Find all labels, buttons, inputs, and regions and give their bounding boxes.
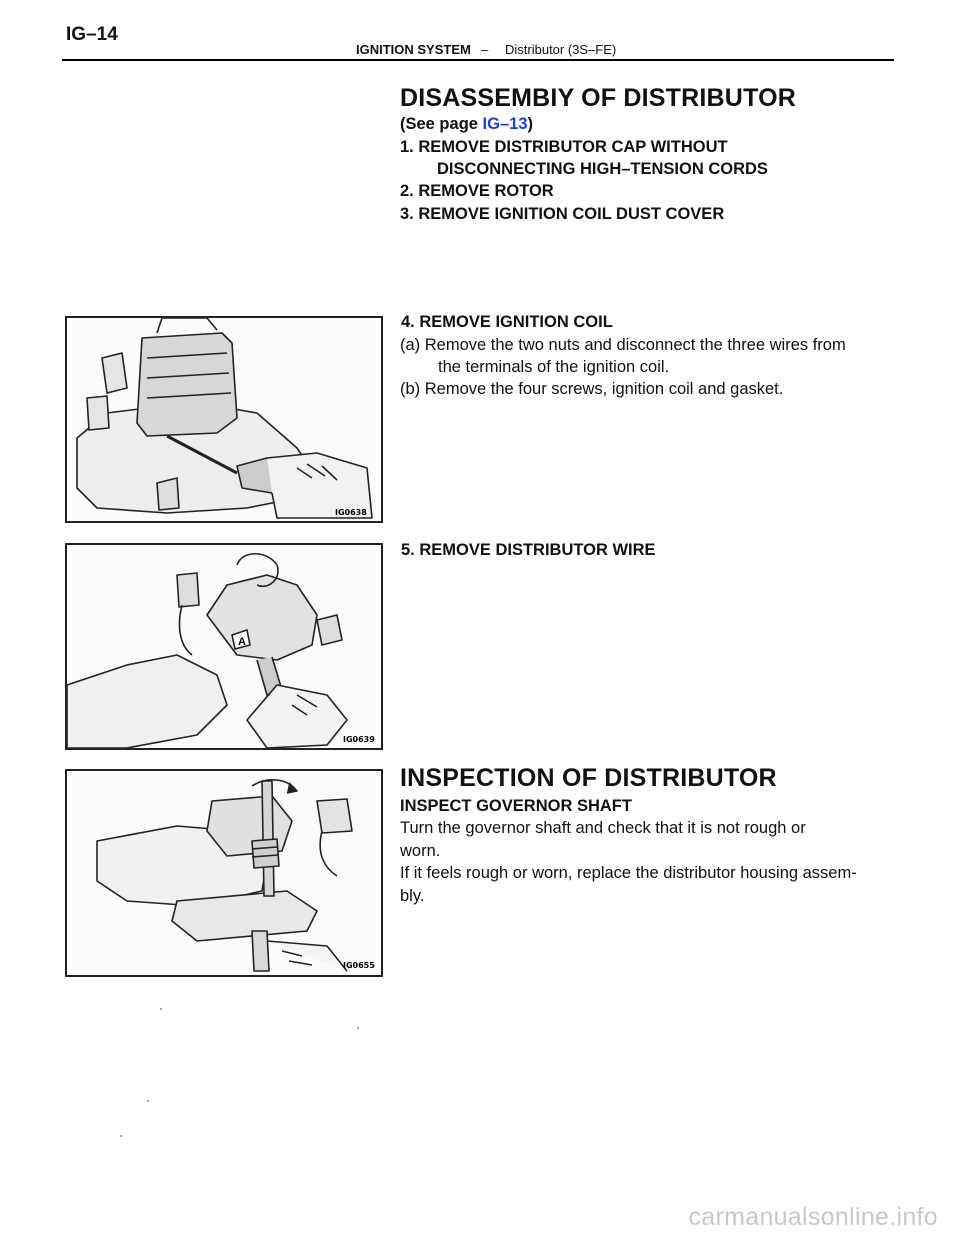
inspection-line-2: worn. [400, 842, 441, 860]
figure-governor-shaft-inspection: IG0655 [65, 769, 383, 977]
page-number: IG–14 [66, 24, 118, 45]
step-4b: (b) Remove the four screws, ignition coi… [400, 380, 784, 398]
governor-shaft-illustration: IG0655 [96, 779, 375, 972]
figure-distributor-wire-removal: A IG0639 [65, 543, 383, 750]
disassembly-title: DISASSEMBIY OF DISTRIBUTOR [400, 84, 796, 112]
step-5: 5. REMOVE DISTRIBUTOR WIRE [401, 541, 656, 559]
scan-speck [147, 1100, 149, 1102]
header-subsection: Distributor (3S–FE) [505, 42, 617, 57]
inspection-line-4: bly. [400, 887, 425, 905]
figure-1-code: IG0638 [335, 508, 367, 517]
step-1-line-1: 1. REMOVE DISTRIBUTOR CAP WITHOUT [400, 138, 728, 156]
inspection-title: INSPECTION OF DISTRIBUTOR [400, 764, 777, 792]
step-3: 3. REMOVE IGNITION COIL DUST COVER [400, 205, 725, 223]
figure-3-code: IG0655 [343, 961, 375, 970]
inspection-line-3: If it feels rough or worn, replace the d… [400, 864, 857, 882]
footer-watermark: carmanualsonline.info [688, 1203, 938, 1231]
step-4a-line-2: the terminals of the ignition coil. [438, 358, 670, 376]
step-1-line-2: DISCONNECTING HIGH–TENSION CORDS [437, 160, 768, 178]
figure-ignition-coil-removal: IG0638 [65, 316, 383, 523]
inspection-line-1: Turn the governor shaft and check that i… [400, 819, 806, 837]
header-section: IGNITION SYSTEM [356, 42, 471, 57]
see-page-reference: (See page IG–13) [400, 115, 533, 133]
step-4a-line-1: (a) Remove the two nuts and disconnect t… [400, 336, 846, 354]
figure-2-label: A [238, 636, 246, 648]
scan-speck [120, 1135, 122, 1137]
step-2: 2. REMOVE ROTOR [400, 182, 554, 200]
step-4-heading: 4. REMOVE IGNITION COIL [401, 313, 613, 331]
ignition-coil-illustration: IG0638 [76, 318, 373, 519]
distributor-wire-illustration: A IG0639 [67, 552, 375, 748]
header-rule [62, 59, 894, 61]
scan-speck [357, 1027, 359, 1029]
inspection-subheading: INSPECT GOVERNOR SHAFT [400, 797, 632, 815]
header-separator: – [481, 42, 489, 57]
see-page-link[interactable]: IG–13 [482, 115, 528, 133]
scan-speck [160, 1008, 162, 1010]
figure-2-code: IG0639 [343, 735, 375, 744]
